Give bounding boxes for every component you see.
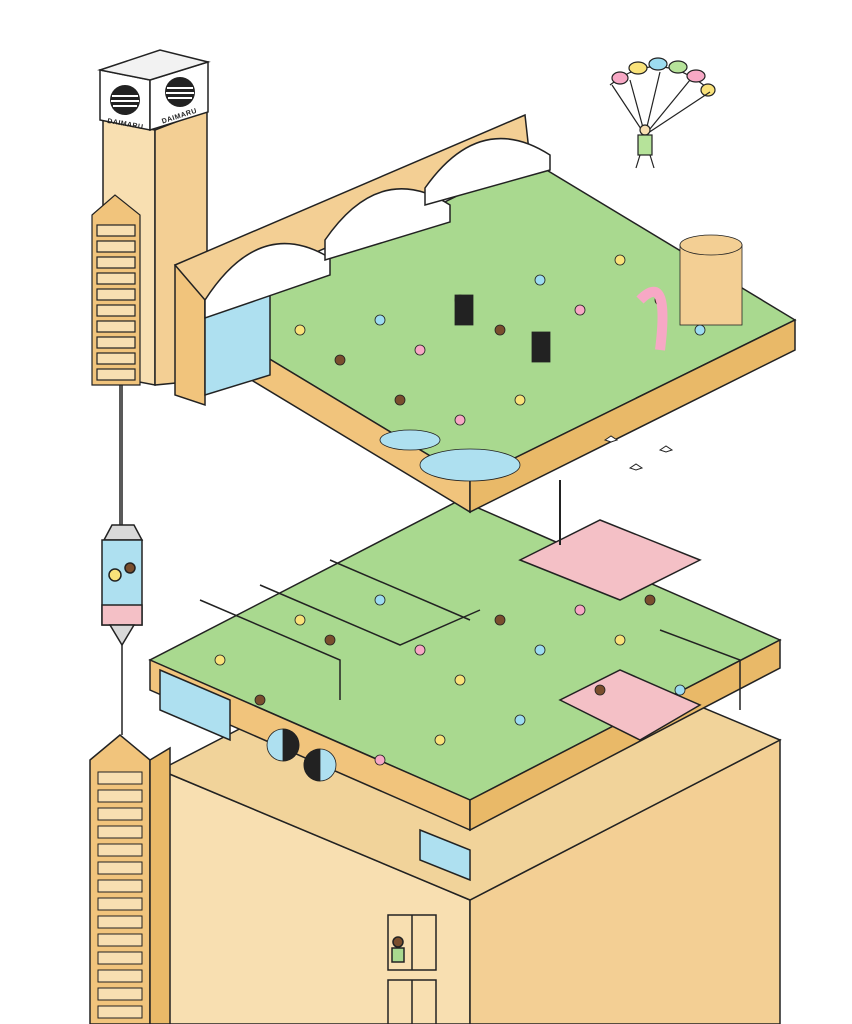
lower-deck-crowd: [214, 594, 686, 782]
daimaru-logo-icon: [110, 77, 195, 115]
building-windows: [387, 914, 437, 1024]
lower-deck: [148, 499, 782, 882]
parachutist-icon: [609, 57, 716, 169]
upper-stair-column: [91, 194, 141, 386]
rooftop-canopies: [204, 137, 551, 320]
lower-stair-windows: [97, 771, 143, 1019]
upper-deck-crowd: [294, 234, 743, 482]
elevator-car-icon: [101, 385, 144, 735]
birds: [603, 435, 674, 471]
